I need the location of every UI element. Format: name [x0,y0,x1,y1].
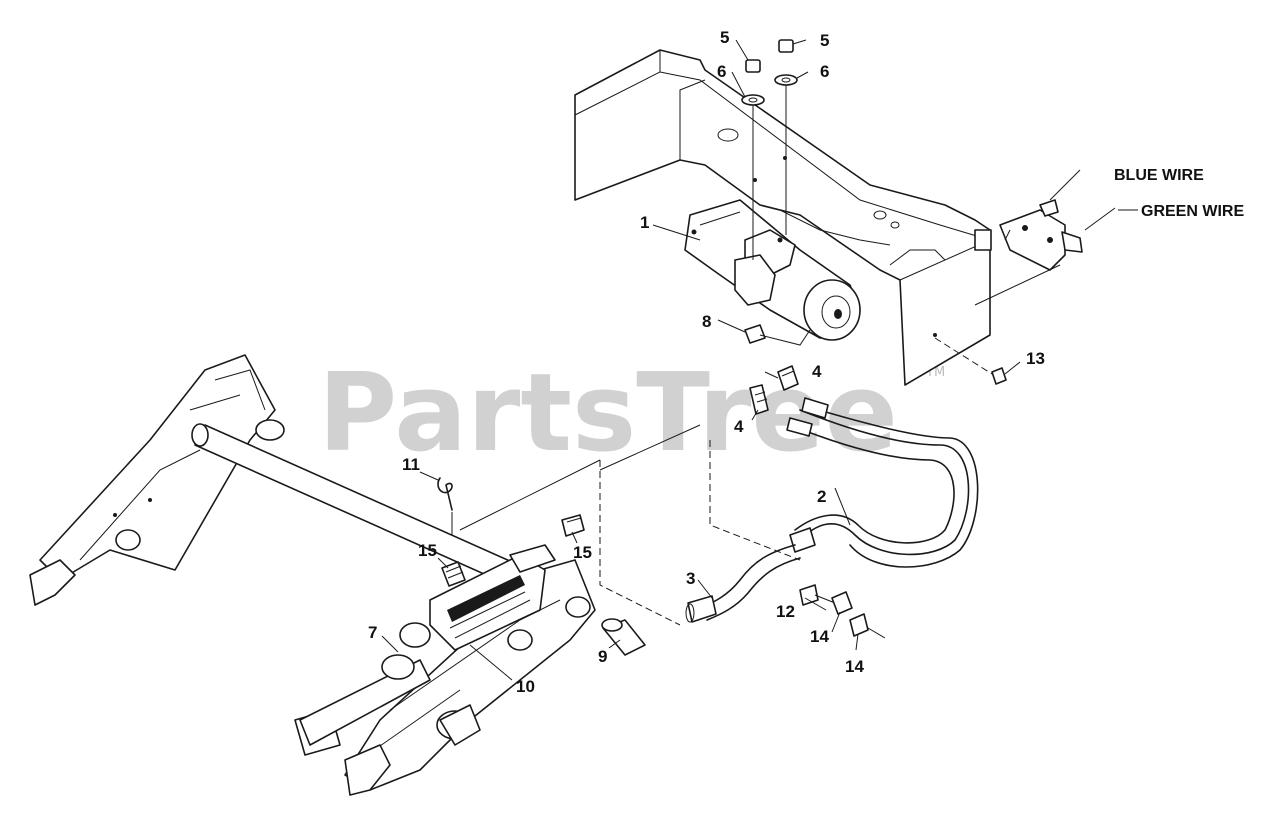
fitting-8 [744,324,811,346]
bolt-5-right [774,39,798,86]
callout-9: 9 [598,647,607,666]
callout-14-upper: 14 [810,627,829,646]
callout-5-left: 5 [720,28,729,47]
callout-5-right: 5 [820,31,829,50]
callout-15-right: 15 [573,543,592,562]
fitting-4-lower [749,384,769,415]
screw-13 [991,367,1007,385]
solenoid-relay [999,199,1083,271]
green-wire-label: GREEN WIRE [1141,203,1244,220]
pump-motor [684,199,861,341]
blue-wire-label: BLUE WIRE [1114,167,1204,184]
callout-6-left: 6 [717,62,726,81]
pin-9 [601,618,646,656]
callout-7: 7 [368,623,377,642]
lift-cylinder [399,544,556,651]
hydraulic-hose-3 [685,544,801,623]
nut-14-upper [831,591,853,615]
fitting-4-upper [777,365,799,391]
mounting-bracket [574,49,992,386]
callout-4-lower: 4 [734,417,744,436]
hairpin-clip-11 [437,477,453,511]
hydraulic-hose-2 [786,397,979,568]
lift-frame [29,354,596,796]
callout-3: 3 [686,569,695,588]
callout-4-upper: 4 [812,362,822,381]
bolt-5-left [741,59,765,106]
watermark-text: PartsTree [318,351,898,476]
callout-1: 1 [640,213,649,232]
nut-14-lower [849,613,869,637]
callout-10: 10 [516,677,535,696]
callout-6-right: 6 [820,62,829,81]
callout-15-left: 15 [418,541,437,560]
callout-12: 12 [776,602,795,621]
callout-2: 2 [817,487,826,506]
callout-14-lower: 14 [845,657,864,676]
fitting-15-right [561,514,585,537]
callout-11: 11 [402,455,420,474]
callout-8: 8 [702,312,711,331]
callout-13: 13 [1026,349,1045,368]
